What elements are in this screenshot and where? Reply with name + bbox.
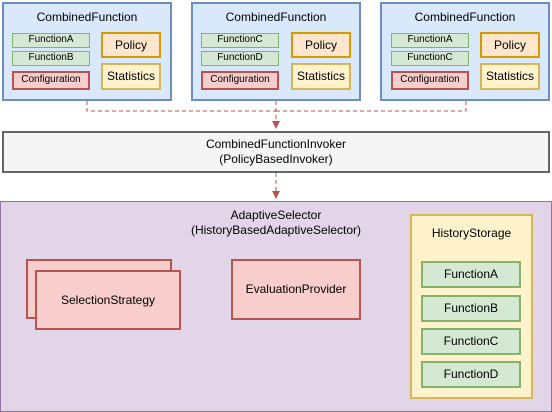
history-function-d[interactable]: FunctionD <box>421 361 521 388</box>
history-function-b[interactable]: FunctionB <box>421 295 521 322</box>
function-box[interactable]: FunctionA <box>391 33 469 48</box>
function-box[interactable]: FunctionA <box>12 33 90 48</box>
policy-box[interactable]: Policy <box>101 32 161 58</box>
policy-box[interactable]: Policy <box>480 32 540 58</box>
combined-function-title: CombinedFunction <box>225 10 327 24</box>
policy-box[interactable]: Policy <box>291 32 351 58</box>
configuration-box[interactable]: Configuration <box>201 71 279 90</box>
connector-right <box>276 101 467 112</box>
selection-strategy[interactable]: SelectionStrategy <box>35 270 181 330</box>
configuration-box[interactable]: Configuration <box>391 71 469 90</box>
statistics-box[interactable]: Statistics <box>480 63 540 90</box>
function-box[interactable]: FunctionD <box>201 51 279 66</box>
combined-function-invoker[interactable]: CombinedFunctionInvoker (PolicyBasedInvo… <box>2 131 550 173</box>
function-box[interactable]: FunctionC <box>201 33 279 48</box>
connector-left <box>86 101 276 112</box>
function-box[interactable]: FunctionB <box>12 51 90 66</box>
statistics-box[interactable]: Statistics <box>291 63 351 90</box>
history-storage-title: HistoryStorage <box>431 226 512 240</box>
history-function-a[interactable]: FunctionA <box>421 261 521 288</box>
invoker-subtitle: (PolicyBasedInvoker) <box>219 152 333 166</box>
combined-function-title: CombinedFunction <box>414 10 516 24</box>
evaluation-provider[interactable]: EvaluationProvider <box>231 259 361 320</box>
combined-function-title: CombinedFunction <box>36 10 138 24</box>
invoker-title: CombinedFunctionInvoker <box>205 137 347 151</box>
adaptive-selector-title: AdaptiveSelector (HistoryBasedAdaptiveSe… <box>190 208 362 237</box>
history-function-c[interactable]: FunctionC <box>421 328 521 355</box>
statistics-box[interactable]: Statistics <box>101 63 161 90</box>
configuration-box[interactable]: Configuration <box>12 71 90 90</box>
function-box[interactable]: FunctionC <box>391 51 469 66</box>
